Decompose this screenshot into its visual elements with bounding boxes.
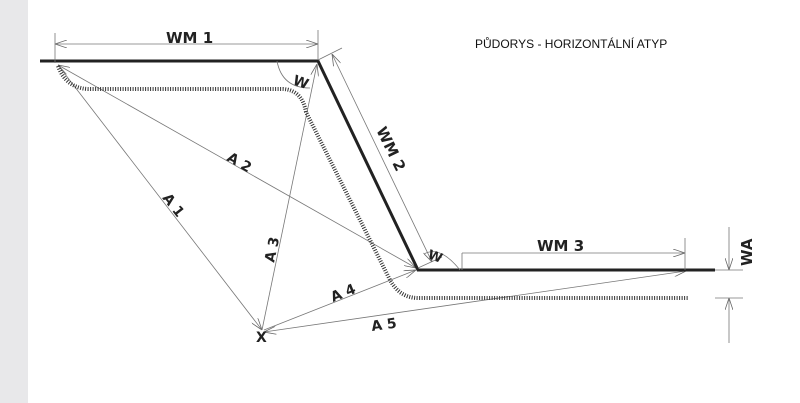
angle-arc-top <box>276 60 311 89</box>
line-a1 <box>57 64 262 330</box>
label-w-bottom: W <box>426 248 445 267</box>
left-margin-bar <box>0 0 28 403</box>
label-wa: WA <box>738 238 756 266</box>
label-x-point: X <box>256 330 267 346</box>
dim-wm2 <box>332 54 432 262</box>
label-a1: A 1 <box>159 191 187 221</box>
label-wm1: WM 1 <box>166 29 213 47</box>
diagram-title: PŮDORYS - HORIZONTÁLNÍ ATYP <box>475 36 667 51</box>
label-a2: A 2 <box>224 150 254 177</box>
line-a5 <box>264 271 686 332</box>
wall-line <box>40 59 715 272</box>
angle-arc-bottom <box>423 251 461 271</box>
line-a3 <box>261 64 317 331</box>
label-a4: A 4 <box>329 281 359 305</box>
rail-path <box>56 65 688 300</box>
label-a3: A 3 <box>262 236 283 264</box>
label-a5: A 5 <box>370 316 397 335</box>
label-wm3: WM 3 <box>537 237 584 255</box>
label-w-top: W <box>291 73 311 93</box>
